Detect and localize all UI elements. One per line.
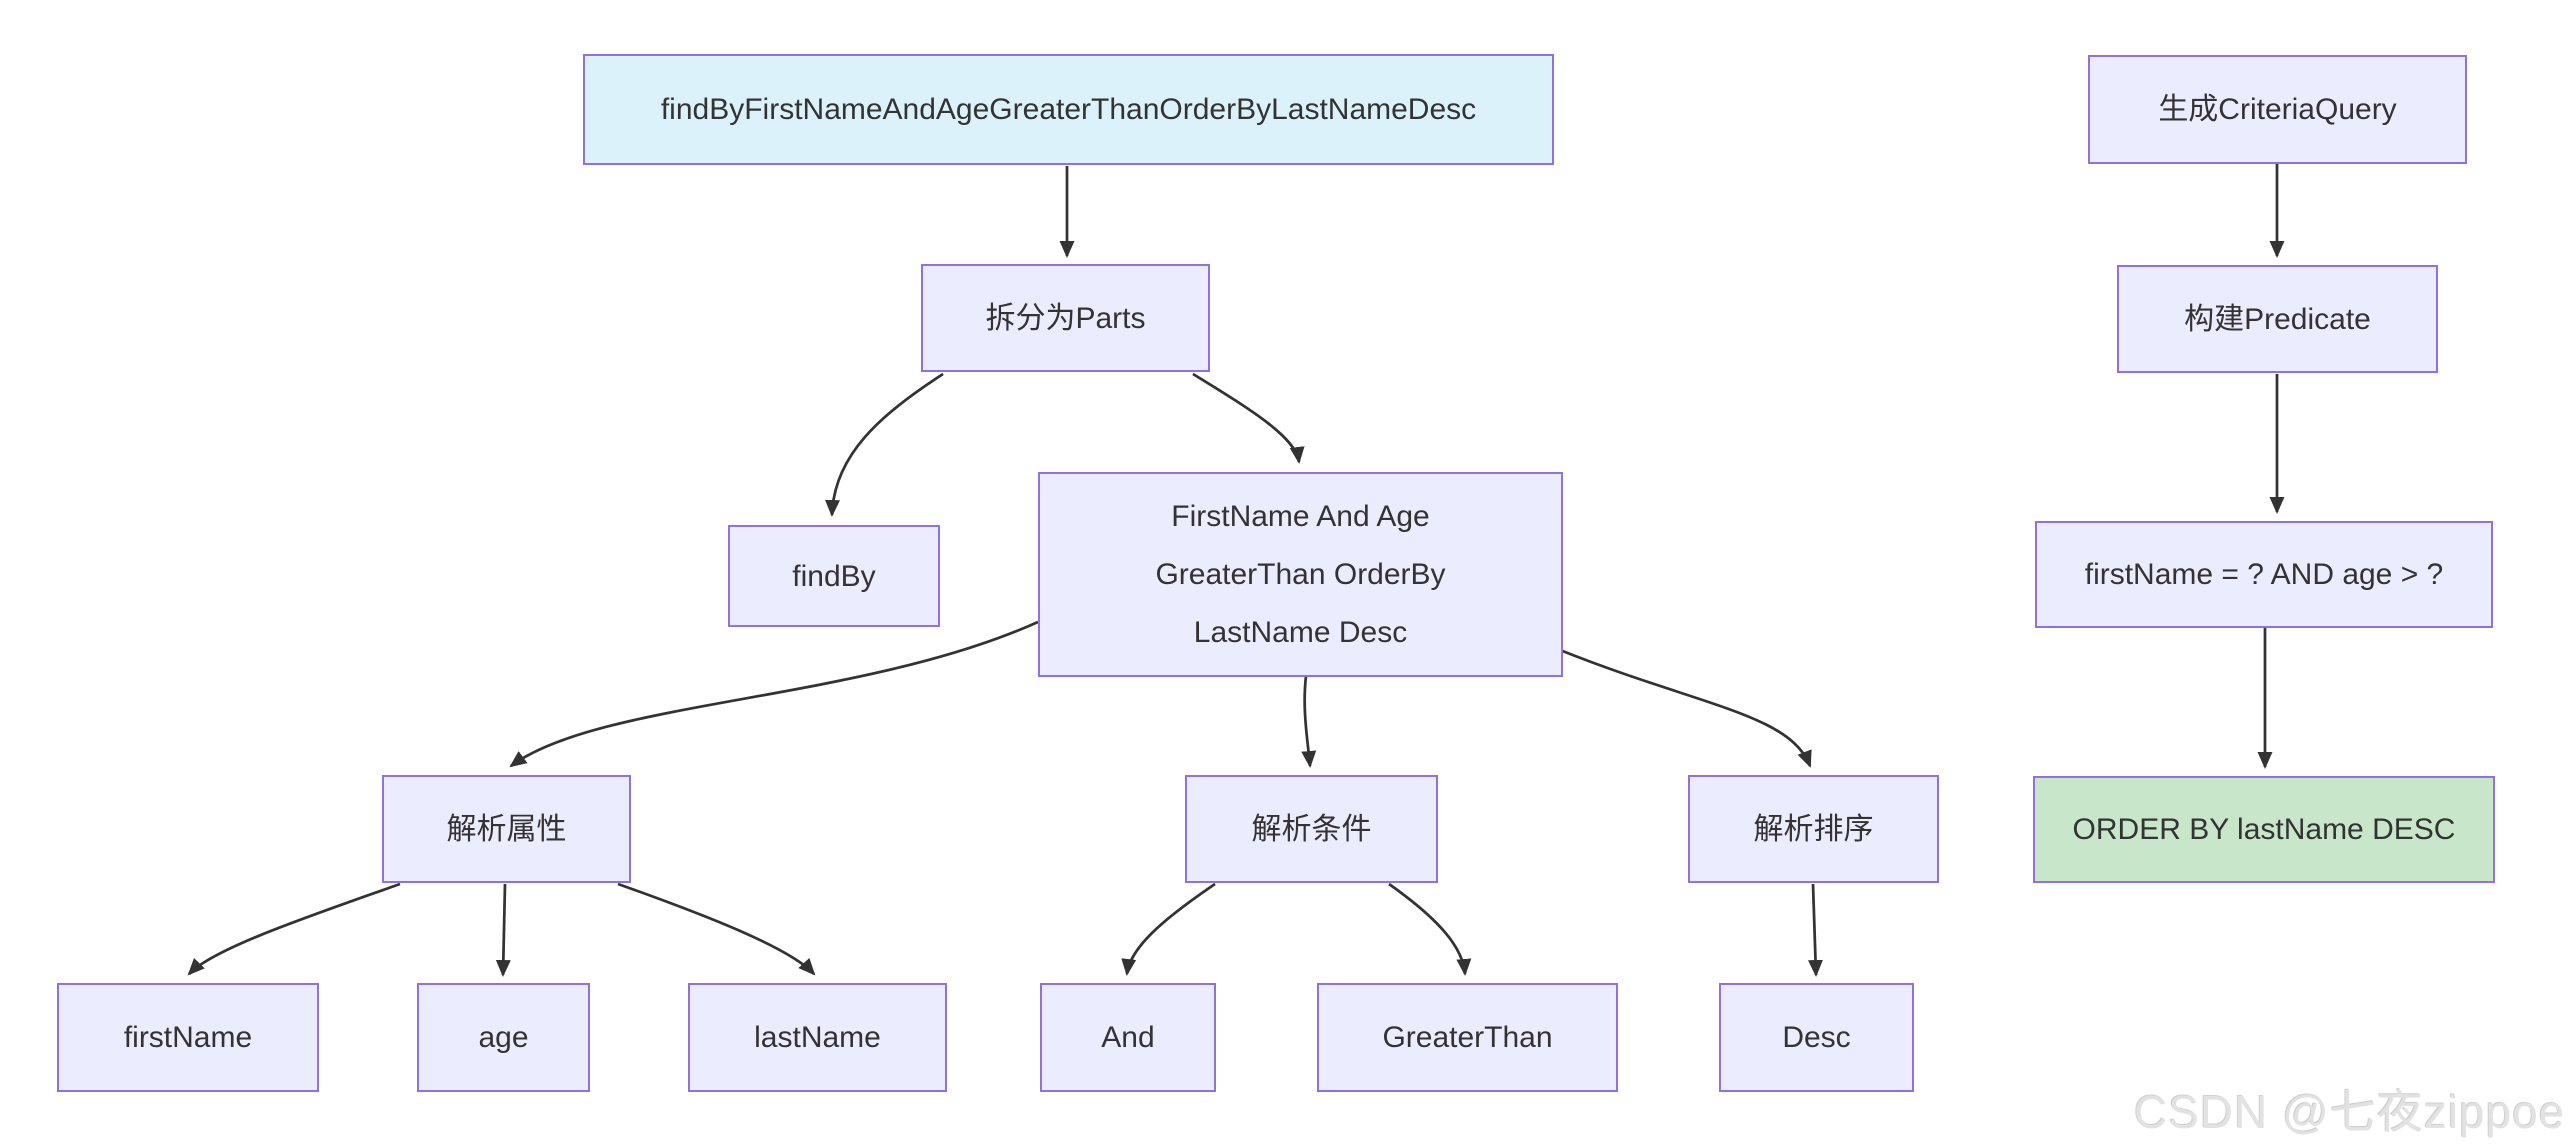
node-split-parts-label: 拆分为Parts: [985, 301, 1146, 335]
edge-cond-to-and: [1121, 882, 1216, 976]
node-gen-criteriaquery-label: 生成CriteriaQuery: [2158, 93, 2397, 126]
node-split-parts: 拆分为Parts: [921, 264, 1210, 372]
edge-attr-to-lastname: [617, 882, 816, 976]
edge-split-to-findby: [825, 372, 944, 517]
node-method-name: findByFirstNameAndAgeGreaterThanOrderByL…: [583, 54, 1554, 165]
node-greaterthan: GreaterThan: [1317, 983, 1618, 1092]
node-parts-detail-line3: LastName Desc: [1193, 615, 1408, 649]
node-desc: Desc: [1719, 983, 1914, 1092]
node-parse-cond: 解析条件: [1185, 775, 1438, 883]
node-parse-sort-label: 解析排序: [1753, 812, 1874, 846]
node-predicate-sql: firstName = ? AND age > ?: [2035, 521, 2493, 628]
node-parse-attr-label: 解析属性: [446, 812, 567, 846]
node-parse-attr: 解析属性: [382, 775, 631, 883]
node-orderby-result: ORDER BY lastName DESC: [2033, 776, 2495, 883]
edge-attr-to-firstname: [187, 882, 401, 976]
edge-split-to-parts: [1192, 372, 1305, 464]
node-parts-detail-line1: FirstName And Age: [1171, 499, 1430, 533]
node-and-label: And: [1101, 1021, 1155, 1054]
node-build-predicate-label: 构建Predicate: [2184, 302, 2371, 336]
edge-cond-to-greaterthan: [1388, 882, 1472, 976]
edge-parts-to-parse-sort: [1559, 648, 1812, 768]
node-gen-criteriaquery: 生成CriteriaQuery: [2088, 55, 2467, 164]
node-firstname: firstName: [57, 983, 319, 1092]
node-parse-sort: 解析排序: [1688, 775, 1939, 883]
node-firstname-label: firstName: [123, 1021, 253, 1054]
csdn-watermark: CSDN @七夜zippoe: [2134, 1086, 2566, 1138]
edge-parts-to-parse-cond: [1301, 675, 1317, 768]
node-desc-label: Desc: [1782, 1021, 1851, 1054]
node-build-predicate: 构建Predicate: [2117, 265, 2438, 373]
node-and: And: [1040, 983, 1216, 1092]
node-parse-cond-label: 解析条件: [1251, 812, 1372, 846]
node-findby: findBy: [728, 525, 940, 627]
node-lastname: lastName: [688, 983, 947, 1092]
node-parts-detail-line2: GreaterThan OrderBy: [1155, 557, 1446, 591]
node-greaterthan-label: GreaterThan: [1382, 1021, 1553, 1054]
node-predicate-sql-label: firstName = ? AND age > ?: [2084, 558, 2444, 591]
edge-parts-to-parse-attr: [509, 620, 1039, 768]
node-orderby-result-label: ORDER BY lastName DESC: [2072, 813, 2456, 846]
edge-attr-to-age: [495, 883, 511, 977]
node-lastname-label: lastName: [754, 1021, 881, 1054]
node-parts-detail: FirstName And Age GreaterThan OrderBy La…: [1038, 472, 1563, 677]
edge-sort-to-desc: [1808, 883, 1824, 977]
node-method-name-label: findByFirstNameAndAgeGreaterThanOrderByL…: [660, 93, 1477, 126]
node-age: age: [417, 983, 590, 1092]
node-findby-label: findBy: [792, 559, 876, 593]
node-age-label: age: [478, 1021, 529, 1054]
